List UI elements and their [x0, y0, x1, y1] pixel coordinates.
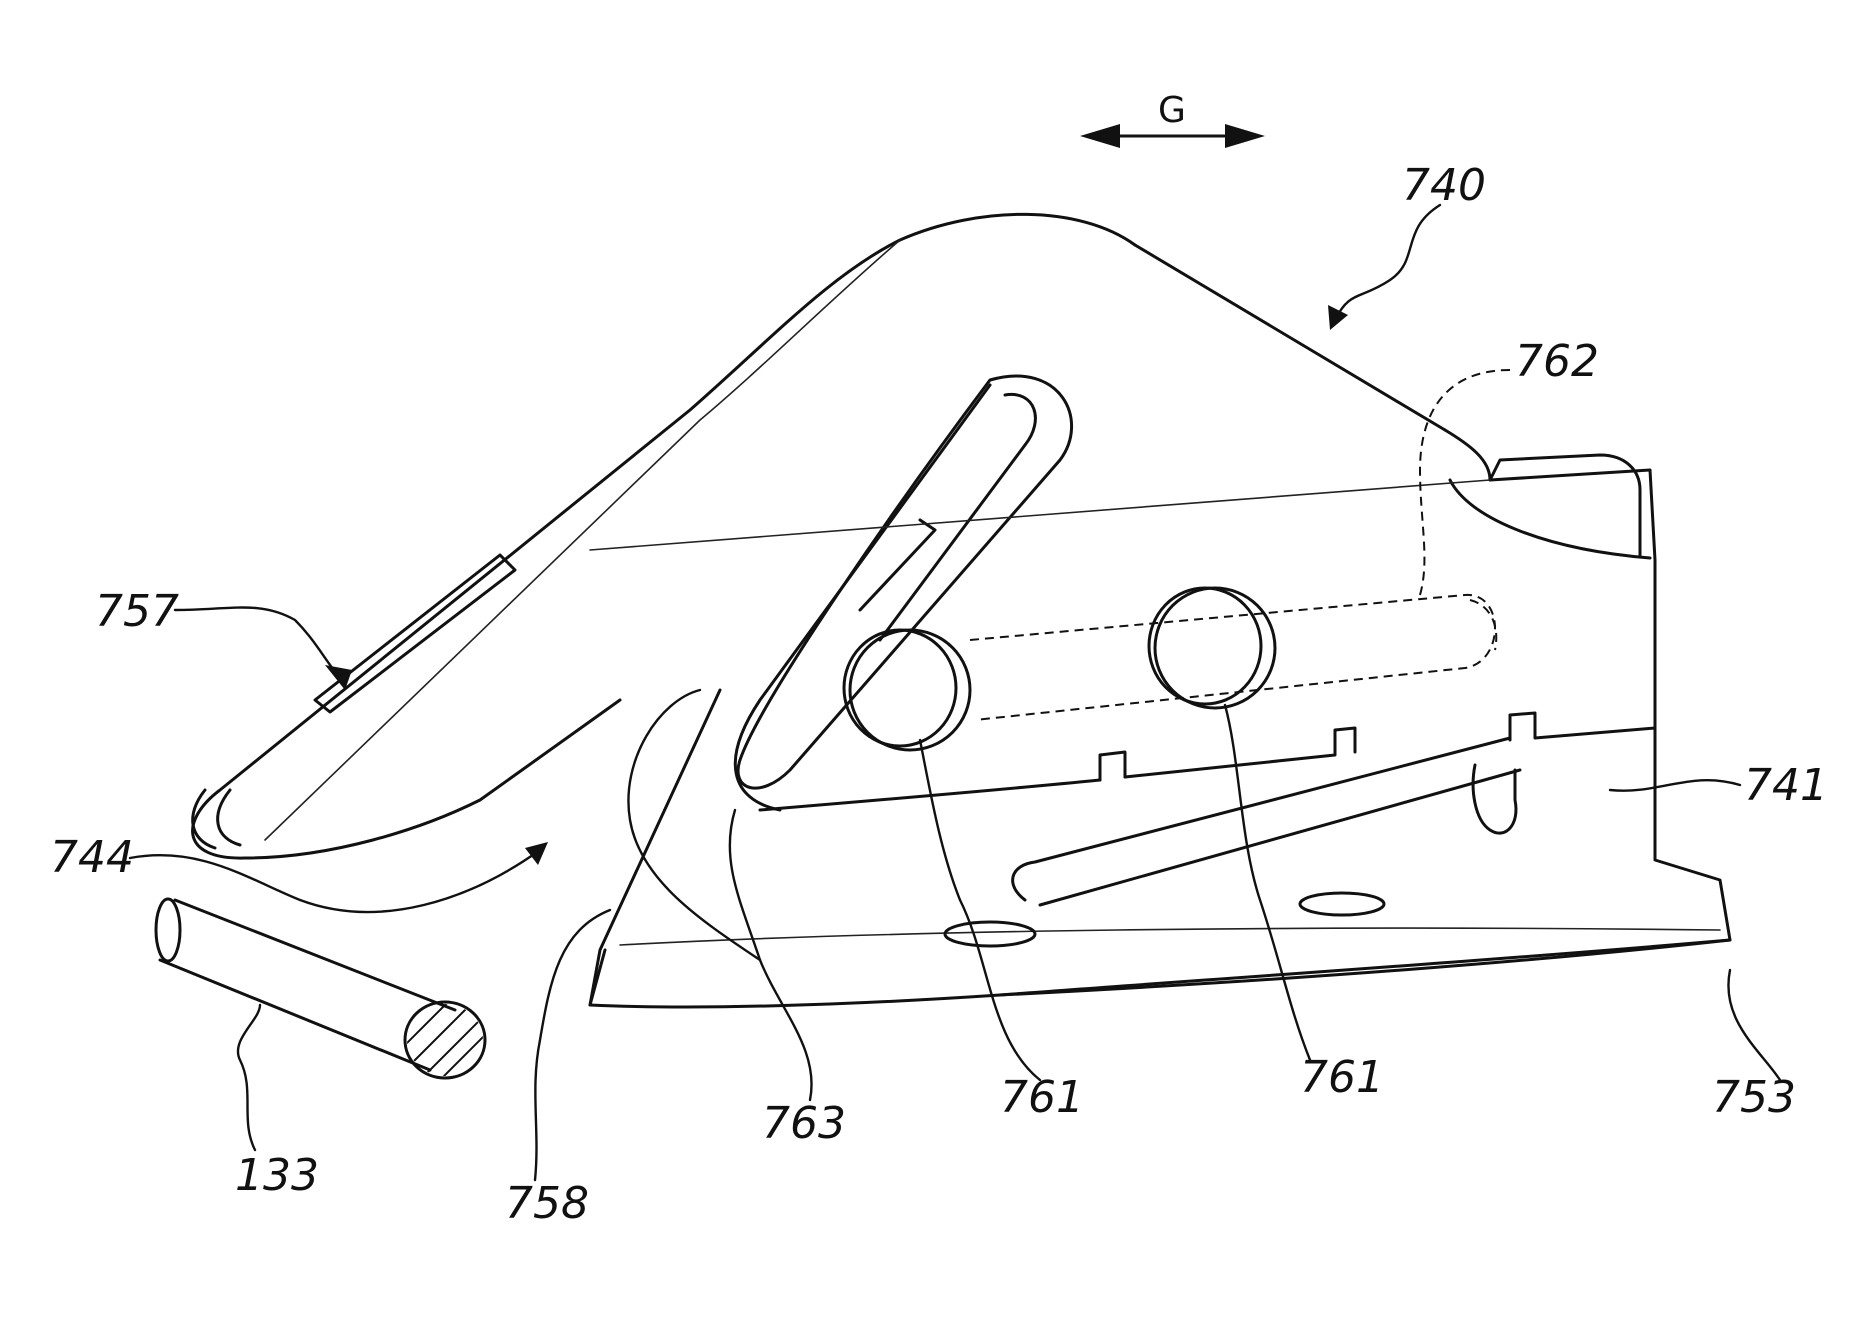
base-hole-left: [945, 922, 1035, 946]
rod: [156, 899, 490, 1085]
leader-763b: [628, 690, 760, 960]
direction-label: G: [1158, 90, 1186, 131]
label-761-left: 761: [1000, 1072, 1084, 1123]
leader-744: [130, 850, 540, 912]
leader-740: [1335, 205, 1440, 320]
leader-763: [730, 810, 812, 1100]
base-hole-right: [1300, 893, 1384, 915]
label-763: 763: [762, 1098, 846, 1149]
pin-left: [844, 630, 970, 750]
label-762: 762: [1515, 336, 1599, 387]
leader-757: [175, 608, 340, 679]
label-133: 133: [235, 1150, 319, 1201]
leader-753: [1728, 970, 1780, 1080]
label-740: 740: [1402, 160, 1486, 211]
upper-arm: [193, 214, 1445, 858]
label-757: 757: [95, 586, 179, 637]
notches: [1100, 713, 1655, 780]
dashed-slot: [970, 595, 1496, 720]
label-741: 741: [1744, 760, 1828, 811]
leader-741: [1610, 780, 1740, 791]
label-753: 753: [1712, 1072, 1796, 1123]
label-758: 758: [505, 1178, 589, 1229]
label-744: 744: [50, 832, 134, 883]
label-761-right: 761: [1300, 1052, 1384, 1103]
leader-133: [238, 1005, 260, 1150]
